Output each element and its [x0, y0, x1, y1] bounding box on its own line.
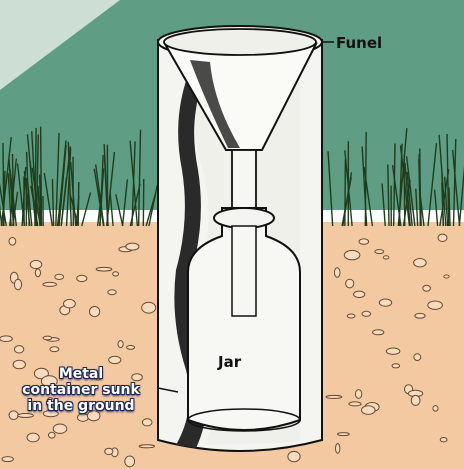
- metal-label-line-2: container sunk: [6, 382, 156, 398]
- pebble: [43, 336, 52, 340]
- pebble: [444, 275, 449, 278]
- pebble: [105, 448, 113, 454]
- pebble: [362, 311, 371, 316]
- pebble: [96, 267, 112, 271]
- pebble: [14, 346, 23, 353]
- pebble: [78, 414, 89, 422]
- pebble: [142, 419, 152, 426]
- pebble: [433, 406, 438, 412]
- pebble: [414, 259, 427, 267]
- metal-label-line-1: Metal: [6, 366, 156, 382]
- pebble: [49, 432, 56, 438]
- jar-neck-ring: [214, 208, 274, 228]
- pebble: [30, 260, 42, 268]
- pebble: [27, 433, 39, 442]
- pebble: [362, 406, 376, 415]
- pebble: [346, 279, 354, 288]
- grass-blade: [78, 182, 79, 226]
- pebble: [35, 269, 40, 277]
- pebble: [118, 341, 123, 348]
- pebble: [438, 234, 447, 241]
- pebble: [77, 275, 87, 281]
- pebble: [0, 336, 12, 342]
- grass-blade: [345, 159, 346, 226]
- pebble: [423, 285, 431, 291]
- pebble: [9, 238, 16, 246]
- pebble: [108, 290, 116, 295]
- pebble: [428, 301, 443, 309]
- pebble: [411, 395, 420, 405]
- funnel-label: Funel: [336, 34, 382, 52]
- funnel-mouth: [164, 29, 316, 55]
- pebble: [109, 356, 121, 363]
- jar-spout-inside: [232, 226, 256, 316]
- pebble: [139, 445, 154, 448]
- metal-container-label: Metal container sunk in the ground: [6, 366, 156, 414]
- pebble: [142, 302, 156, 313]
- pebble: [50, 347, 59, 352]
- jar-label: Jar: [218, 353, 241, 371]
- pebble: [64, 299, 76, 308]
- pebble: [127, 346, 135, 350]
- pebble: [125, 456, 135, 467]
- pebble: [383, 256, 389, 259]
- pebble: [90, 307, 100, 317]
- pebble: [18, 414, 34, 418]
- pebble: [354, 291, 365, 297]
- pebble: [347, 314, 355, 318]
- pebble: [373, 330, 384, 335]
- pebble: [386, 348, 400, 354]
- pebble: [326, 395, 342, 398]
- pebble: [113, 272, 119, 276]
- pebble: [359, 239, 369, 244]
- metal-label-line-3: in the ground: [6, 398, 156, 414]
- pebble: [415, 313, 425, 318]
- pebble: [288, 451, 300, 461]
- pebble: [55, 274, 64, 279]
- pebble: [53, 424, 67, 433]
- pebble: [2, 457, 13, 462]
- pebble: [375, 250, 384, 254]
- pebble: [14, 279, 21, 290]
- pebble: [43, 282, 57, 286]
- pebble: [392, 364, 400, 368]
- pebble: [414, 354, 421, 361]
- pebble: [379, 299, 391, 306]
- pebble: [338, 433, 350, 436]
- pebble: [349, 402, 361, 406]
- pebble: [355, 390, 361, 399]
- pebble: [126, 243, 139, 250]
- pebble: [344, 250, 360, 259]
- pebble: [440, 438, 447, 442]
- pebble: [336, 444, 340, 454]
- pebble: [334, 268, 340, 278]
